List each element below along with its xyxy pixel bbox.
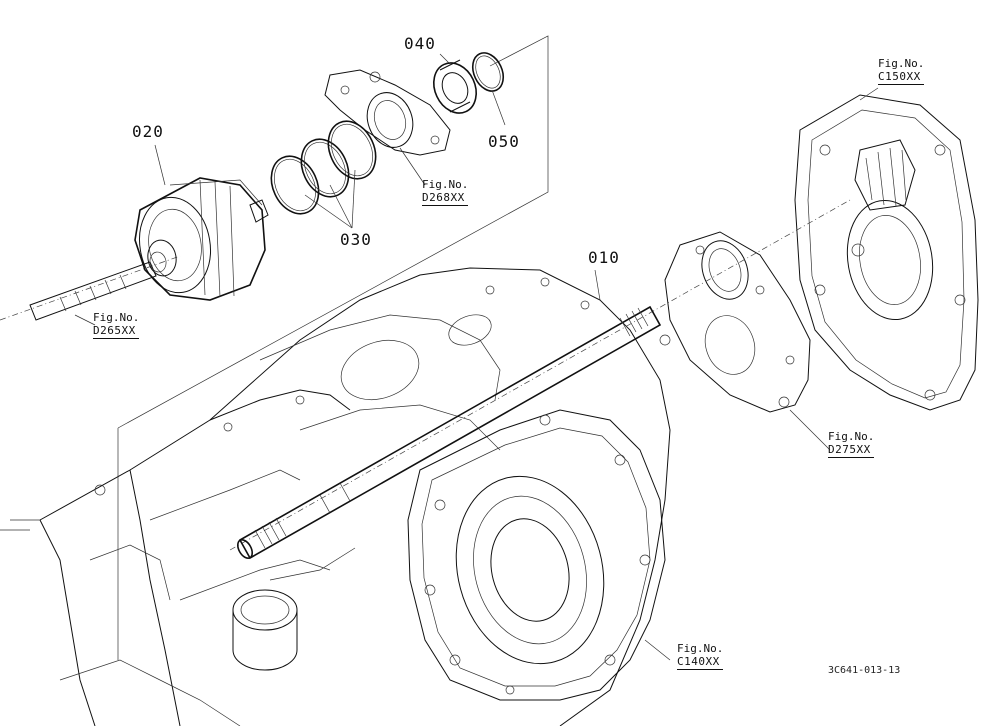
snap-rings-030 [270, 120, 377, 229]
drawing-number: 3C641-013-13 [828, 665, 901, 676]
fig-ref-d268-label: Fig.No. [422, 178, 469, 191]
gasket-d275 [659, 231, 811, 413]
snap-ring-050 [471, 52, 506, 126]
part-label-020: 020 [132, 122, 164, 141]
shaft-centerline [229, 199, 851, 551]
fig-ref-d268-code: D268XX [422, 191, 469, 206]
front-cover-c140 [407, 409, 666, 701]
part-label-050: 050 [488, 132, 520, 151]
shaft-010 [236, 305, 662, 560]
fig-ref-d265-label: Fig.No. [93, 311, 140, 324]
housing-c150 [794, 94, 979, 411]
part-label-010: 010 [588, 248, 620, 267]
fig-ref-c140-label: Fig.No. [677, 642, 724, 655]
fig-ref-d268: Fig.No. D268XX [422, 178, 469, 206]
bearing-040 [433, 53, 477, 114]
fig-ref-d265-code: D265XX [93, 324, 140, 339]
fig-ref-c140: Fig.No. C140XX [677, 642, 724, 670]
fig-ref-d265: Fig.No. D265XX [93, 311, 140, 339]
fig-ref-c150-code: C150XX [878, 70, 925, 85]
fig-ref-c140-code: C140XX [677, 655, 724, 670]
clutch-pack-020 [134, 177, 269, 301]
part-label-030: 030 [340, 230, 372, 249]
fig-ref-c150: Fig.No. C150XX [878, 57, 925, 85]
fig-ref-d275-label: Fig.No. [828, 430, 875, 443]
group-bracket-frame [117, 35, 549, 660]
leader-lines [74, 87, 879, 661]
fig-ref-d275: Fig.No. D275XX [828, 430, 875, 458]
bearing-holder-d268 [324, 69, 451, 186]
fig-ref-c150-label: Fig.No. [878, 57, 925, 70]
part-label-040: 040 [404, 34, 436, 53]
fig-ref-d275-code: D275XX [828, 443, 875, 458]
transmission-case [0, 267, 671, 726]
input-shaft-d265 [0, 255, 181, 321]
